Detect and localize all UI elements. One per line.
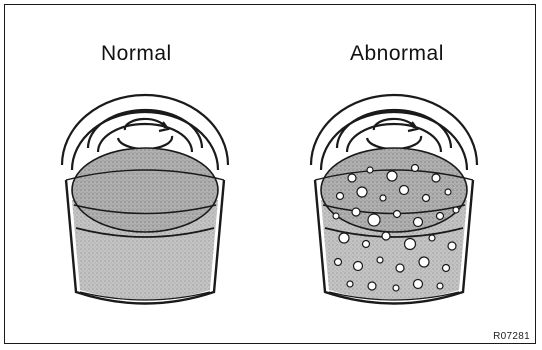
normal-cup [62,95,228,303]
abnormal-cup [311,95,477,304]
normal-fluid-top [72,148,218,232]
